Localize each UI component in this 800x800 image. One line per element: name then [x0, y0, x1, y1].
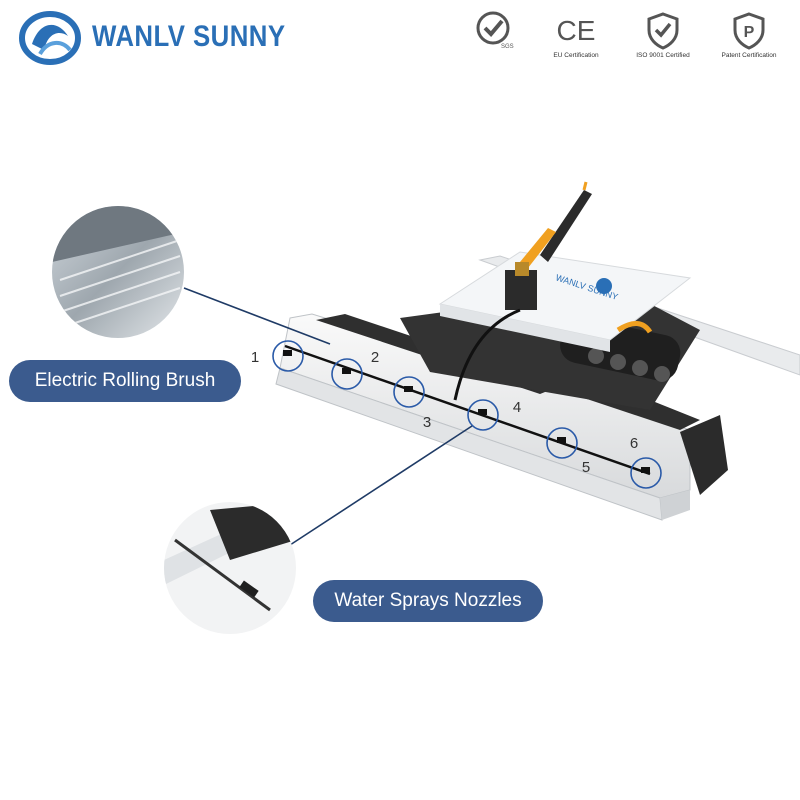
sgs-check-icon: SGS [476, 11, 514, 50]
nozzle-markers [272, 340, 662, 489]
nozzle-marker-6 [630, 457, 662, 489]
cert-iso: ISO 9001 Certified [624, 10, 702, 59]
ce-mark-icon: CE [557, 15, 596, 46]
brand-logo-icon [19, 11, 81, 65]
cert-label-eu: EU Certification [553, 52, 599, 59]
ce-mark-text: CE [557, 15, 596, 46]
brush-leader-line [183, 287, 331, 345]
patent-shield-icon: P [733, 12, 765, 50]
brush-zoom-circle [52, 206, 184, 338]
nozzle-number-3: 3 [422, 414, 432, 431]
nozzle-number-1: 1 [250, 349, 260, 366]
nozzle-marker-4 [467, 399, 499, 431]
nozzle-marker-5 [546, 427, 578, 459]
nozzle-leader-line [289, 425, 473, 546]
cert-ce: CE EU Certification [537, 10, 615, 59]
nozzle-zoom-circle [164, 502, 296, 634]
cert-sgs: SGS [454, 10, 532, 52]
nozzle-number-6: 6 [629, 435, 639, 452]
nozzle-number-2: 2 [370, 349, 380, 366]
nozzle-marker-1 [272, 340, 304, 372]
sgs-badge-text: SGS [501, 44, 514, 50]
cert-patent: P Patent Certification [710, 10, 788, 59]
callout-electric-rolling-brush: Electric Rolling Brush [9, 360, 241, 402]
brand-name: WANLV SUNNY [92, 20, 286, 53]
patent-badge-text: P [744, 24, 755, 41]
telescopic-handle [453, 181, 592, 401]
nozzle-number-4: 4 [512, 399, 522, 416]
cert-label-patent: Patent Certification [721, 52, 777, 59]
callout-water-sprays-nozzles: Water Sprays Nozzles [313, 580, 543, 622]
nozzle-marker-2 [331, 358, 363, 390]
shield-check-icon [647, 12, 679, 50]
nozzle-marker-3 [393, 376, 425, 408]
robot-chassis: WANLV SUNNY [400, 251, 700, 410]
nozzle-number-5: 5 [581, 459, 591, 476]
cert-label-iso: ISO 9001 Certified [636, 52, 690, 59]
